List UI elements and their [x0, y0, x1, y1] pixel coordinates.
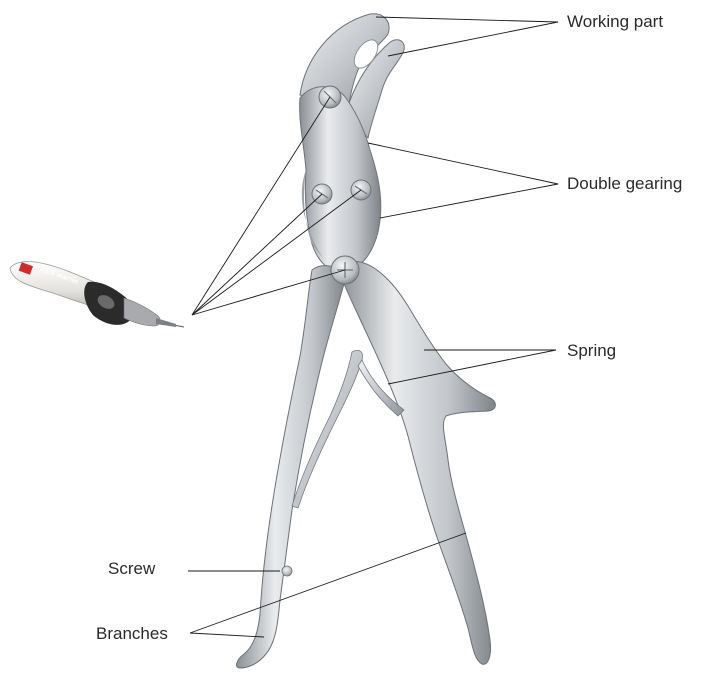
label-working-part: Working part	[567, 12, 663, 32]
label-double-gearing: Double gearing	[567, 174, 682, 194]
screwdriver-pen	[10, 262, 184, 327]
pen-bit	[176, 326, 184, 328]
label-branches: Branches	[96, 624, 168, 644]
branch-screw	[282, 566, 292, 576]
label-screw: Screw	[108, 559, 155, 579]
left-handle	[237, 266, 346, 668]
pen-nose	[124, 298, 160, 326]
rongeur-instrument	[237, 14, 496, 668]
label-spring: Spring	[567, 341, 616, 361]
right-handle	[340, 262, 495, 665]
pen-tip	[156, 318, 176, 327]
